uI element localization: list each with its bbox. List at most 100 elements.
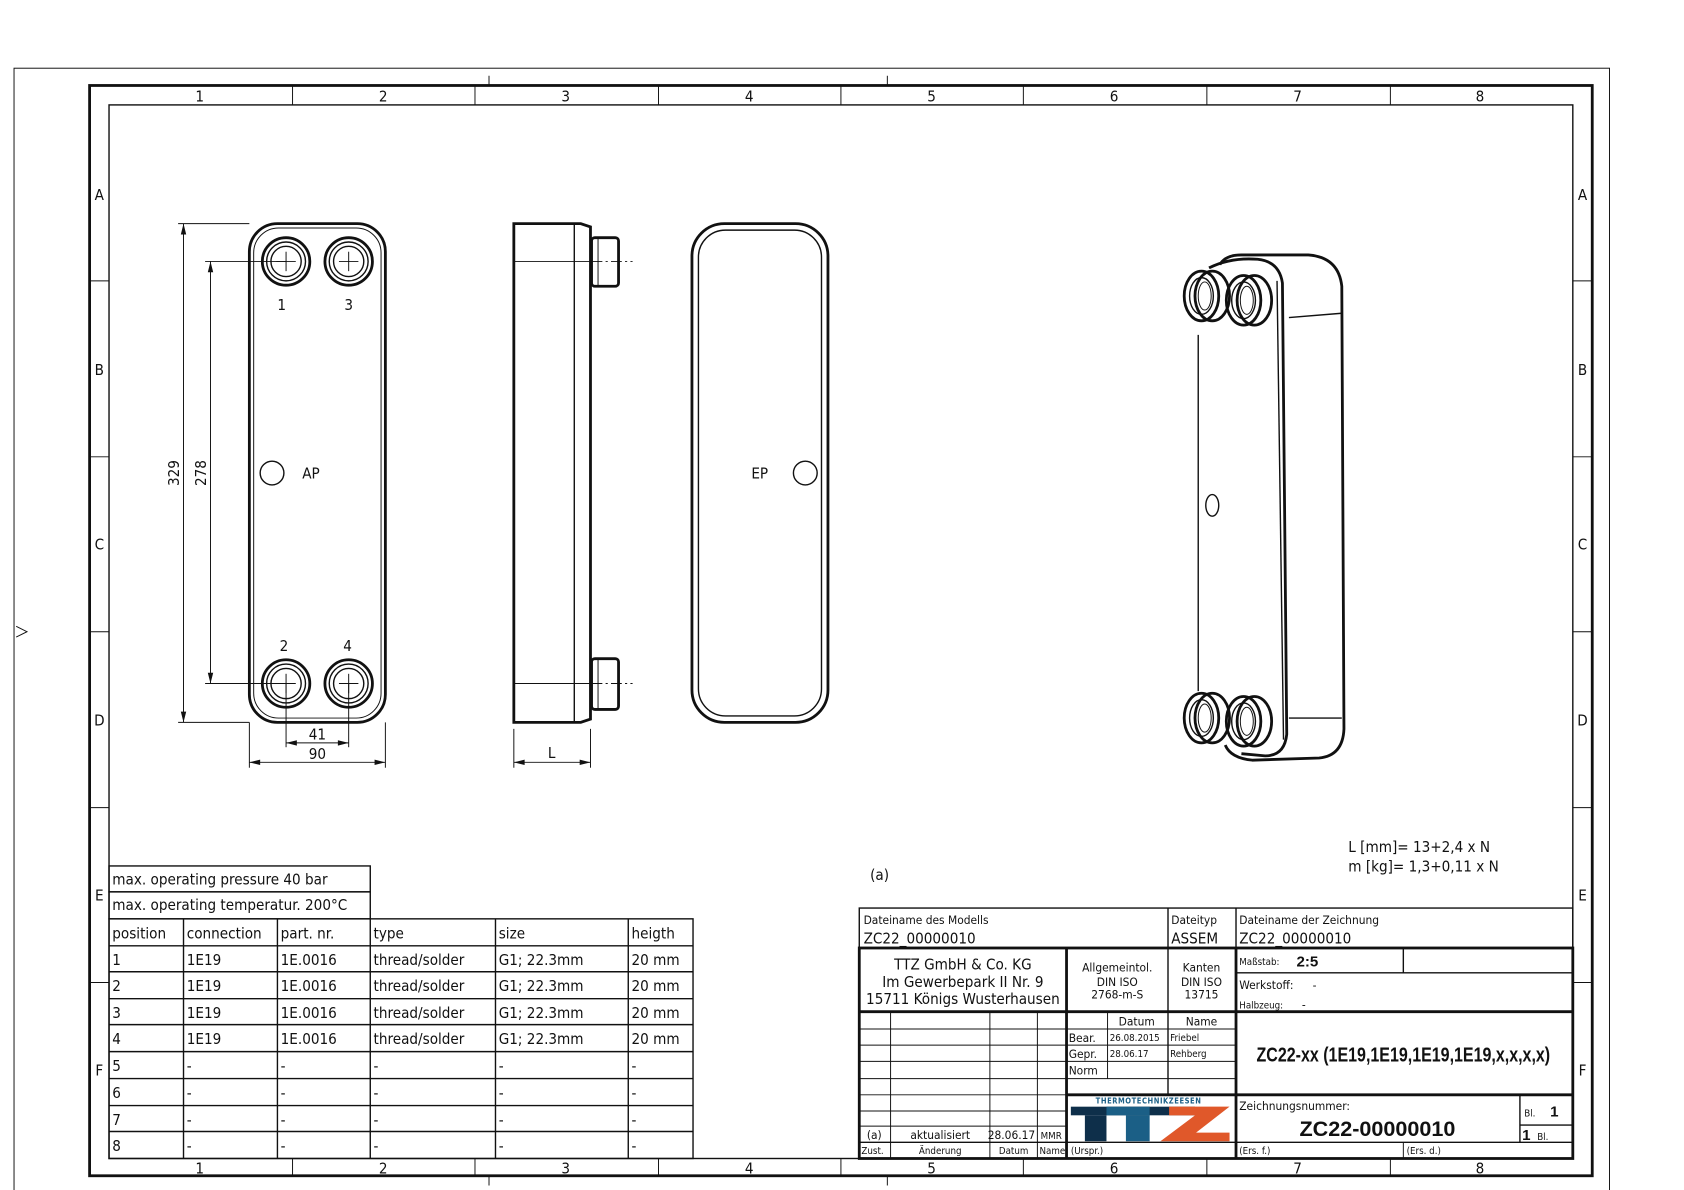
table-cell: -	[632, 1111, 637, 1129]
isometric-view	[1182, 253, 1346, 762]
edges-std: DIN ISO	[1181, 975, 1222, 989]
model-file: ZC22_00000010	[864, 930, 976, 949]
grid-column-label: 1	[195, 88, 204, 106]
checked-name: Rehberg	[1170, 1049, 1206, 1060]
name-header: Name	[1186, 1015, 1217, 1029]
table-cell: -	[374, 1111, 379, 1129]
material-value: -	[1313, 978, 1317, 992]
scale-value: 2:5	[1296, 953, 1318, 970]
table-cell: thread/solder	[374, 977, 465, 995]
date-header: Datum	[1119, 1015, 1155, 1029]
company-city: 15711 Königs Wusterhausen	[866, 990, 1060, 1008]
checked-date: 28.06.17	[1110, 1049, 1149, 1060]
edges-number: 13715	[1185, 988, 1219, 1002]
revision-state: (a)	[867, 1128, 882, 1142]
grid-row-label: F	[1579, 1061, 1587, 1079]
grid-row-label: A	[95, 186, 105, 204]
connector-bottom	[590, 657, 620, 711]
table-cell: 20 mm	[632, 1030, 680, 1048]
table-header: connection	[187, 924, 262, 942]
file-type: ASSEM	[1171, 930, 1218, 948]
grid-row-label: D	[94, 712, 104, 730]
grid-row-label: F	[95, 1061, 103, 1079]
grid-column-label: 6	[1110, 1160, 1119, 1178]
grid-row-label: D	[1577, 712, 1587, 730]
table-cell: thread/solder	[374, 1004, 465, 1022]
length-formula: L [mm]= 13+2,4 x N	[1348, 838, 1490, 856]
back-view: EP	[690, 222, 830, 724]
grid-row-label: E	[1578, 886, 1587, 904]
dim-total-height: 329	[165, 460, 183, 486]
table-cell: -	[632, 1084, 637, 1102]
general-tolerance-class: 2768-m-S	[1091, 988, 1143, 1002]
grid-column-label: 6	[1110, 88, 1119, 106]
table-cell: -	[281, 1137, 286, 1155]
dim-port-distance: 278	[192, 460, 210, 486]
grid-column-label: 2	[379, 88, 388, 106]
table-row: 5-----	[112, 1057, 636, 1075]
table-row: 6-----	[112, 1084, 636, 1102]
table-cell: 1	[112, 951, 121, 969]
general-tolerance-label: Allgemeintol.	[1082, 961, 1152, 975]
table-cell: -	[281, 1057, 286, 1075]
drawing-number: ZC22-00000010	[1299, 1116, 1455, 1141]
replaces-label: (Ers. f.)	[1239, 1146, 1270, 1157]
dim-width: 90	[309, 745, 326, 763]
grid-column-label: 7	[1293, 1160, 1302, 1178]
vent-label-ep: EP	[751, 464, 768, 482]
ttz-logo: THERMOTECHNIKZEESEN	[1070, 1096, 1230, 1142]
table-header: type	[374, 924, 404, 942]
front-view: 1 3 2 4 AP 329 278 41 90	[165, 222, 387, 768]
replaced-by-label: (Ers. d.)	[1407, 1146, 1441, 1157]
vent-port-ep	[792, 460, 818, 486]
company-street: Im Gewerbepark II Nr. 9	[882, 973, 1043, 991]
table-cell: 1E.0016	[281, 1030, 337, 1048]
iso-connector	[1224, 695, 1274, 748]
grid-column-label: 3	[561, 88, 570, 106]
iso-connector	[1182, 269, 1231, 323]
file-type-label: Dateityp	[1171, 913, 1217, 927]
table-header: heigth	[632, 924, 675, 942]
operating-conditions: max. operating pressure 40 bar max. oper…	[108, 865, 371, 920]
drawing-title: ZC22-xx (1E19,1E19,1E19,1E19,x,x,x,x)	[1257, 1043, 1551, 1066]
grid-row-label: C	[95, 536, 105, 554]
port-label-1: 1	[277, 296, 286, 314]
revision-name: MMR	[1041, 1131, 1062, 1142]
revision-header-date: Datum	[999, 1146, 1029, 1157]
drawing-file: ZC22_00000010	[1239, 930, 1351, 949]
grid-row-label: B	[95, 361, 104, 379]
table-cell: -	[632, 1057, 637, 1075]
checked-label: Gepr.	[1069, 1047, 1097, 1061]
semi-finished-label: Halbzeug:	[1239, 1000, 1283, 1011]
port-label-3: 3	[344, 296, 353, 314]
dimension-lines	[178, 223, 386, 768]
table-header: position	[112, 924, 166, 942]
table-cell: 4	[112, 1030, 121, 1048]
table-cell: G1; 22.3mm	[499, 1004, 584, 1022]
scale-label: Maßstab:	[1239, 957, 1279, 968]
table-cell: 1E19	[187, 951, 222, 969]
mass-formula: m [kg]= 1,3+0,11 x N	[1348, 857, 1498, 875]
revision-header-name: Name	[1040, 1146, 1066, 1157]
dim-length: L	[548, 744, 556, 762]
port-label-2: 2	[280, 637, 289, 655]
table-cell: 20 mm	[632, 1004, 680, 1022]
grid-column-label: 5	[927, 1160, 936, 1178]
vent-label-ap: AP	[302, 464, 320, 482]
norm-label: Norm	[1069, 1063, 1098, 1077]
table-cell: 6	[112, 1084, 121, 1102]
table-cell: -	[281, 1084, 286, 1102]
table-cell: -	[499, 1084, 504, 1102]
table-cell: G1; 22.3mm	[499, 1030, 584, 1048]
table-cell: 5	[112, 1057, 121, 1075]
table-cell: 7	[112, 1111, 121, 1129]
side-view: L	[512, 222, 633, 768]
table-cell: 1E19	[187, 977, 222, 995]
grid-column-label: 7	[1293, 88, 1302, 106]
grid-row-label: A	[1578, 186, 1588, 204]
sheet-label: Bl.	[1524, 1108, 1535, 1119]
revision-grid	[859, 1011, 1573, 1159]
